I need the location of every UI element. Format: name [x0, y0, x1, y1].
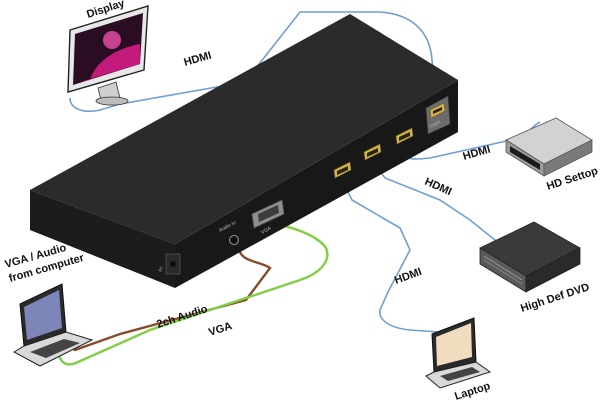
hdmi-cable-laptop [341, 179, 439, 333]
vga-label: VGA [207, 320, 233, 339]
hdmi-label-display: HDMI [183, 50, 213, 69]
vga-port-label: VGA [260, 225, 273, 236]
display-monitor [67, 5, 149, 106]
hdmi-out-port: Output [425, 95, 451, 135]
hdmi-switch-device: DC Audio In VGA [29, 14, 459, 288]
audio-cable [61, 239, 272, 352]
laptop-label: Laptop [453, 380, 492, 403]
vga-cable [56, 222, 329, 366]
audio-2ch-label: 2ch Audio [155, 303, 209, 331]
hdmi-in-port-3 [395, 127, 414, 145]
hdmi-cable-dvd [370, 159, 506, 249]
vga-port: VGA [251, 199, 285, 236]
hdmi-out-port-label: Output [428, 118, 442, 128]
computer-laptop [12, 283, 94, 367]
svg-text:DC: DC [157, 265, 164, 272]
hdmi-label-laptop: HDMI [393, 266, 424, 287]
hdmi-cable-display [69, 11, 437, 113]
power-jack: DC [157, 253, 181, 275]
hdmi-label-settop: HDMI [462, 144, 492, 163]
hd-settop-box [505, 117, 593, 177]
high-def-dvd-player [479, 221, 581, 293]
hdmi-in-port-1 [333, 161, 352, 179]
hdmi-in-port-2 [363, 143, 382, 161]
laptop-hdmi [425, 317, 492, 389]
